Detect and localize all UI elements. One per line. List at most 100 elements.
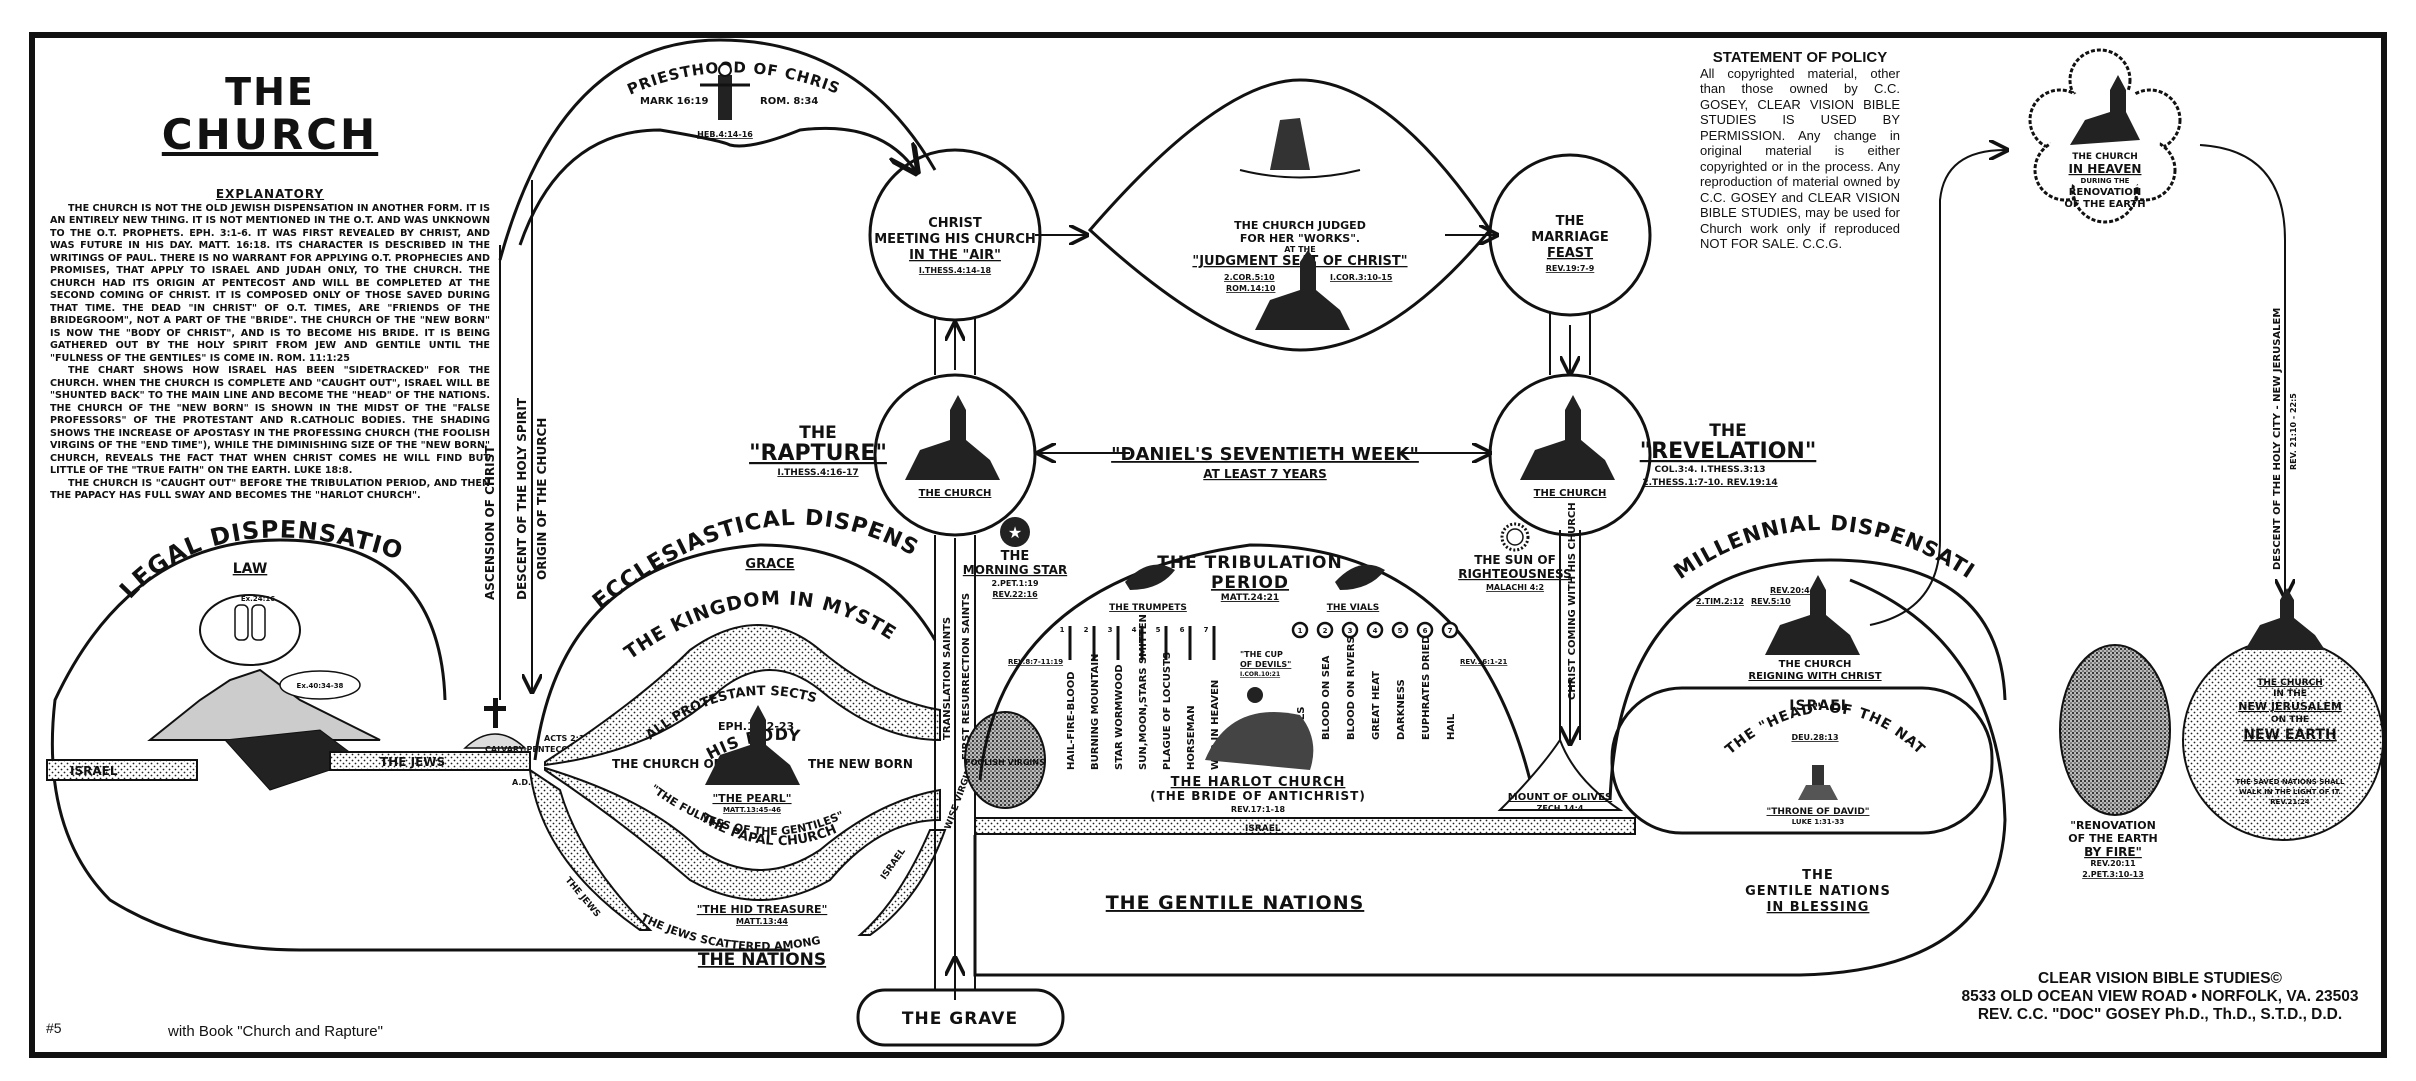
sun-line2: RIGHTEOUSNESS	[1458, 567, 1572, 581]
olives-ref: ZECH.14:4	[1537, 804, 1584, 813]
revelation-church-label: THE CHURCH	[1534, 488, 1607, 499]
air-line3: IN THE "AIR"	[909, 248, 1001, 263]
millennial-ref1: REV.20:4-6	[1770, 586, 1819, 595]
fire-ref1: REV.20:11	[2090, 859, 2136, 868]
trumpets-label: THE TRUMPETS	[1109, 603, 1187, 613]
christ-on-throne-icon	[1239, 118, 1361, 179]
israel-track	[46, 759, 198, 781]
jews-track	[329, 751, 531, 771]
vial-icon	[1441, 621, 1459, 639]
fire-line3: BY FIRE"	[2084, 845, 2142, 859]
heaven-cloud	[2028, 48, 2182, 224]
statement-of-policy: STATEMENT OF POLICY All copyrighted mate…	[1700, 50, 1900, 252]
grave-label: THE GRAVE	[902, 1009, 1018, 1029]
cup-ref: I.COR.10:21	[1240, 671, 1280, 678]
ecclesiastical-arc	[533, 543, 937, 761]
rapture-line1: THE	[799, 423, 836, 443]
vials-ref: REV.16:1-21	[1460, 658, 1508, 666]
second-coming-channel	[1559, 530, 1581, 740]
trumpet-number: 1	[1060, 626, 1065, 634]
book-reference: with Book "Church and Rapture"	[168, 1023, 383, 1040]
vial-number: 4	[1373, 627, 1378, 635]
vial-number: 1	[1298, 627, 1303, 635]
first-resurrection-label: FIRST RESURRECTION SAINTS	[961, 593, 972, 760]
reigning-line1: THE CHURCH	[1779, 659, 1852, 670]
heaven-line3: DURING THE	[2081, 177, 2130, 185]
vial-icon	[1391, 621, 1409, 639]
blessing-line2: GENTILE NATIONS	[1745, 884, 1891, 899]
vial-icon	[1341, 621, 1359, 639]
morning-star-line2: MORNING STAR	[963, 563, 1067, 577]
deu-ref: DEU.28:13	[1791, 733, 1838, 742]
new-earth-line2: IN THE	[2273, 689, 2307, 699]
marriage-line3: FEAST	[1547, 246, 1593, 261]
burning-earth-icon	[2059, 644, 2171, 816]
church-building-icon	[2245, 588, 2325, 650]
marriage-line1: THE	[1556, 214, 1585, 229]
new-jerusalem-label: DESCENT OF THE HOLY CITY - NEW JERUSALEM	[2272, 308, 2283, 570]
harlot-ref: REV.17:1-18	[1231, 805, 1286, 814]
marriage-feast-circle	[1488, 153, 1652, 317]
path-from-heaven	[2199, 144, 2285, 595]
israel-main-label: ISRAEL	[1245, 824, 1281, 834]
trumpet-number: 2	[1084, 626, 1089, 634]
gentile-nations-outline	[973, 578, 2007, 977]
priesthood-ref-mark: MARK 16:19	[640, 96, 708, 107]
church-building-icon	[1765, 575, 1860, 655]
vial-number: 2	[1323, 627, 1328, 635]
church-building-icon	[1255, 250, 1350, 330]
scattered-label: THE JEWS SCATTERED AMONG	[639, 911, 822, 953]
vial-label: BLOOD ON RIVERS	[1346, 636, 1357, 740]
church-building-icon	[1520, 395, 1615, 480]
legal-dispensation-circle	[50, 538, 790, 952]
sun-of-righteousness-icon	[1500, 522, 1530, 552]
blessing-line3: IN BLESSING	[1767, 900, 1870, 915]
acts-ref: ACTS 2:1-4	[544, 734, 594, 743]
papal-band	[544, 766, 941, 901]
translation-saints-label: TRANSLATION SAINTS	[942, 617, 953, 740]
ascension-label: ASCENSION OF CHRIST	[483, 445, 497, 600]
vial-number: 3	[1348, 627, 1353, 635]
tablets-ref: Ex.24:16	[241, 595, 275, 603]
trumpet-number: 4	[1132, 626, 1137, 634]
daniels-week-sub: AT LEAST 7 YEARS	[1203, 467, 1326, 481]
judgment-ref-rom: ROM.14:10	[1226, 284, 1276, 293]
scattered-jews-band	[528, 767, 653, 931]
ecclesiastical-title: ECCLESIASTICAL DISPENSATION	[0, 0, 923, 615]
jews-track-label: THE JEWS	[380, 755, 445, 769]
judgment-ref-cor3: I.COR.3:10-15	[1330, 273, 1393, 282]
protestant-band	[544, 624, 941, 767]
vial-label: BLOOD ON SEA	[1321, 655, 1332, 740]
credits-author: REV. C.C. "DOC" GOSEY Ph.D., Th.D., S.T.…	[1977, 1006, 2343, 1023]
heaven-line5: OF THE EARTH	[2064, 199, 2145, 210]
harlot-church-label: THE HARLOT CHURCH	[1171, 775, 1346, 790]
luke-ref: LUKE 1:31-33	[1792, 818, 1845, 826]
trumpet-label: SUN,MOON,STARS SMITTEN	[1138, 614, 1149, 770]
pearl-ref: MATT.13:45-46	[723, 806, 781, 814]
church-building-icon	[705, 705, 800, 785]
marriage-ref: REV.19:7-9	[1546, 264, 1595, 273]
israel-main-track	[974, 817, 1636, 835]
legal-dispensation-title: LEGAL DISPENSATION	[0, 0, 407, 604]
millennial-ref2: 2.TIM.2:12	[1696, 597, 1744, 606]
judgment-line3: AT THE	[1284, 245, 1315, 254]
gentile-nations-label: THE GENTILE NATIONS	[1106, 892, 1365, 914]
throne-label: "THRONE OF DAVID"	[1767, 807, 1870, 817]
church-of-label: THE CHURCH OF	[612, 757, 722, 771]
new-earth-line4: ON THE	[2271, 715, 2309, 725]
svg-text:★: ★	[1008, 525, 1022, 542]
sun-ref: MALACHI 4:2	[1486, 583, 1544, 592]
judgment-line2: FOR HER "WORKS".	[1240, 232, 1360, 245]
revelation-ref1: COL.3:4. I.THESS.3:13	[1654, 465, 1765, 475]
foolish-virgins-label: FOOLISH VIRGINS	[965, 758, 1045, 767]
explanatory-paragraph: The Church Is Not The Old Jewish Dispens…	[50, 202, 490, 364]
revelation-line2: "REVELATION"	[1640, 439, 1817, 464]
trumpet-number: 5	[1156, 626, 1161, 634]
